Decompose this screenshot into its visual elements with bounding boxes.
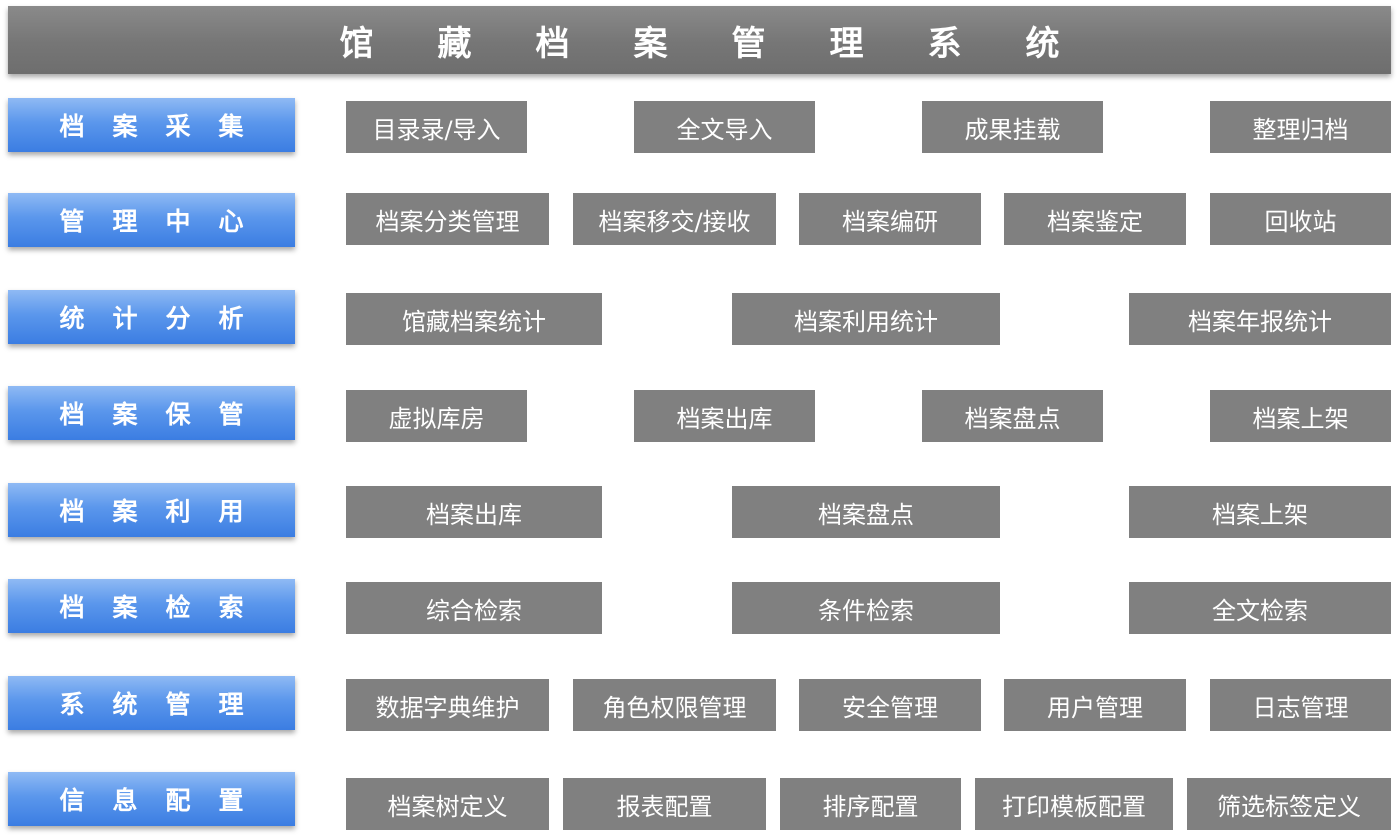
- module-item-3-1[interactable]: 馆藏档案统计: [346, 293, 602, 345]
- module-item-6-3[interactable]: 全文检索: [1129, 582, 1391, 634]
- module-item-1-2[interactable]: 全文导入: [634, 101, 815, 153]
- module-item-2-4[interactable]: 档案鉴定: [1004, 193, 1186, 245]
- module-item-5-3[interactable]: 档案上架: [1129, 486, 1391, 538]
- module-item-4-1[interactable]: 虚拟库房: [346, 390, 527, 442]
- system-title: 馆藏档案管理系统: [8, 6, 1391, 74]
- module-item-3-3[interactable]: 档案年报统计: [1129, 293, 1391, 345]
- module-item-2-3[interactable]: 档案编研: [799, 193, 981, 245]
- module-item-1-3[interactable]: 成果挂载: [922, 101, 1103, 153]
- module-item-1-4[interactable]: 整理归档: [1210, 101, 1391, 153]
- module-item-5-1[interactable]: 档案出库: [346, 486, 602, 538]
- module-item-7-2[interactable]: 角色权限管理: [573, 679, 776, 731]
- module-item-6-1[interactable]: 综合检索: [346, 582, 602, 634]
- module-item-7-4[interactable]: 用户管理: [1004, 679, 1186, 731]
- module-item-6-2[interactable]: 条件检索: [732, 582, 1000, 634]
- module-item-4-4[interactable]: 档案上架: [1210, 390, 1391, 442]
- category-2[interactable]: 管理中心: [8, 193, 295, 247]
- module-item-7-5[interactable]: 日志管理: [1210, 679, 1391, 731]
- category-8[interactable]: 信息配置: [8, 772, 295, 826]
- category-1[interactable]: 档案采集: [8, 98, 295, 152]
- category-3[interactable]: 统计分析: [8, 290, 295, 344]
- category-7[interactable]: 系统管理: [8, 676, 295, 730]
- module-item-8-5[interactable]: 筛选标签定义: [1187, 778, 1391, 830]
- module-item-8-4[interactable]: 打印模板配置: [975, 778, 1173, 830]
- module-item-8-2[interactable]: 报表配置: [563, 778, 766, 830]
- module-item-8-1[interactable]: 档案树定义: [346, 778, 549, 830]
- module-item-2-5[interactable]: 回收站: [1210, 193, 1391, 245]
- module-item-1-1[interactable]: 目录录/导入: [346, 101, 527, 153]
- module-item-2-1[interactable]: 档案分类管理: [346, 193, 549, 245]
- module-item-2-2[interactable]: 档案移交/接收: [573, 193, 776, 245]
- module-item-5-2[interactable]: 档案盘点: [732, 486, 1000, 538]
- module-item-4-2[interactable]: 档案出库: [634, 390, 815, 442]
- module-item-3-2[interactable]: 档案利用统计: [732, 293, 1000, 345]
- category-6[interactable]: 档案检索: [8, 579, 295, 633]
- module-item-8-3[interactable]: 排序配置: [780, 778, 961, 830]
- module-item-7-1[interactable]: 数据字典维护: [346, 679, 549, 731]
- module-item-4-3[interactable]: 档案盘点: [922, 390, 1103, 442]
- category-5[interactable]: 档案利用: [8, 483, 295, 537]
- category-4[interactable]: 档案保管: [8, 386, 295, 440]
- module-item-7-3[interactable]: 安全管理: [799, 679, 981, 731]
